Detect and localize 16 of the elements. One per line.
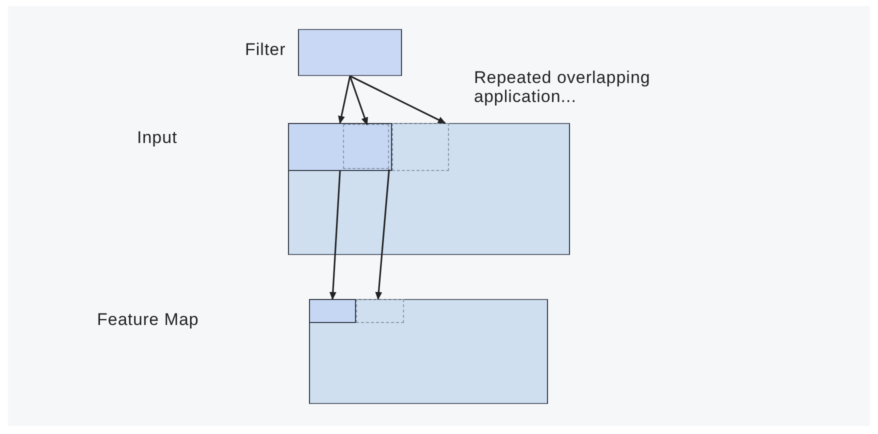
window-outline [343, 124, 389, 168]
note-text: Repeated overlapping application... [474, 68, 652, 106]
note-text: Feature Map [97, 310, 200, 329]
window-box [288, 123, 570, 255]
arrow [349, 76, 368, 126]
window-outline [392, 122, 448, 170]
note-text: Input [137, 128, 178, 147]
node-label: Filter [245, 40, 286, 60]
window-box [308, 298, 356, 322]
arrow [338, 76, 351, 124]
arrow [375, 169, 390, 300]
arrow [329, 170, 341, 300]
window-box [309, 299, 548, 404]
arrow [350, 75, 446, 124]
window-box [288, 122, 392, 170]
window-outline [356, 298, 404, 322]
